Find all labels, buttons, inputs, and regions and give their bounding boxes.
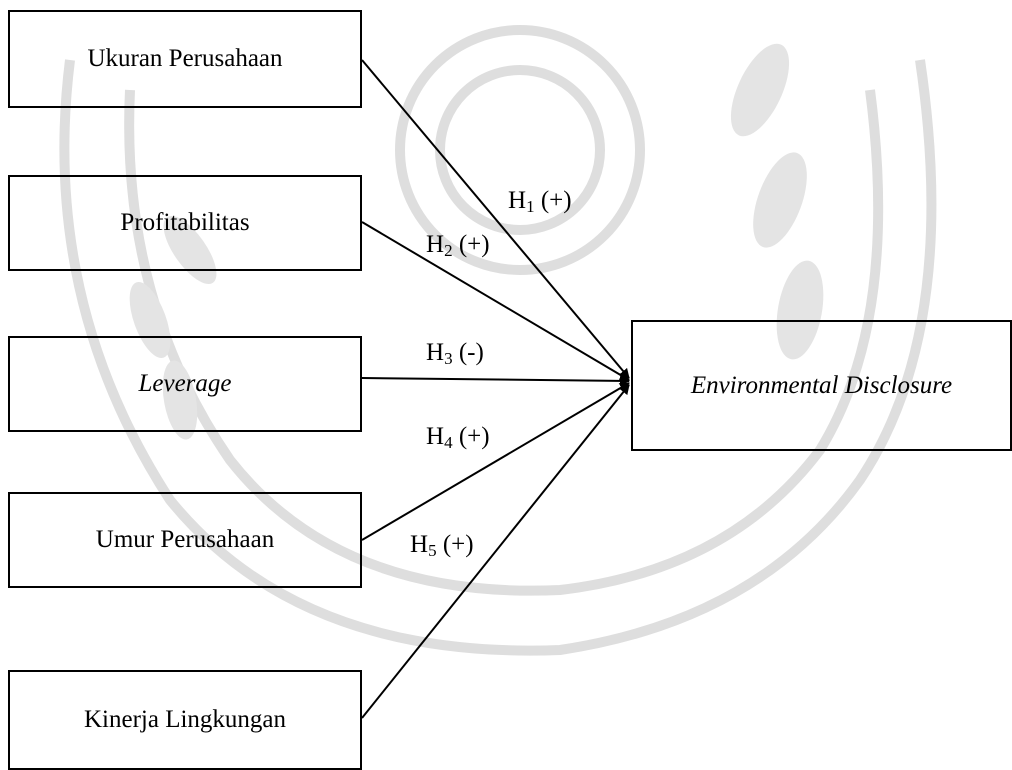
arrow-h1 bbox=[361, 59, 630, 379]
box-ukuran-perusahaan: Ukuran Perusahaan bbox=[8, 10, 362, 108]
box-umur-perusahaan: Umur Perusahaan bbox=[8, 492, 362, 588]
arrow-h4 bbox=[361, 382, 630, 541]
box-leverage: Leverage bbox=[8, 336, 362, 432]
arrow-h3 bbox=[361, 375, 630, 386]
hypothesis-label-1: H1 (+) bbox=[508, 187, 572, 216]
arrow-h5 bbox=[361, 384, 630, 719]
arrow-h2 bbox=[361, 221, 630, 381]
label-leverage: Leverage bbox=[138, 370, 232, 397]
hypothesis-label-3: H3 (-) bbox=[426, 339, 484, 368]
label-ukuran-perusahaan: Ukuran Perusahaan bbox=[87, 45, 283, 72]
box-profitabilitas: Profitabilitas bbox=[8, 175, 362, 271]
box-kinerja-lingkungan: Kinerja Lingkungan bbox=[8, 670, 362, 770]
hypothesis-label-2: H2 (+) bbox=[426, 231, 490, 260]
label-umur-perusahaan: Umur Perusahaan bbox=[95, 526, 275, 553]
label-kinerja-lingkungan: Kinerja Lingkungan bbox=[83, 706, 287, 733]
box-environmental-disclosure: Environmental Disclosure bbox=[631, 320, 1012, 451]
hypothesis-label-4: H4 (+) bbox=[426, 423, 490, 452]
label-profitabilitas: Profitabilitas bbox=[120, 209, 250, 236]
label-environmental-disclosure: Environmental Disclosure bbox=[690, 371, 953, 399]
hypothesis-label-5: H5 (+) bbox=[410, 531, 474, 560]
